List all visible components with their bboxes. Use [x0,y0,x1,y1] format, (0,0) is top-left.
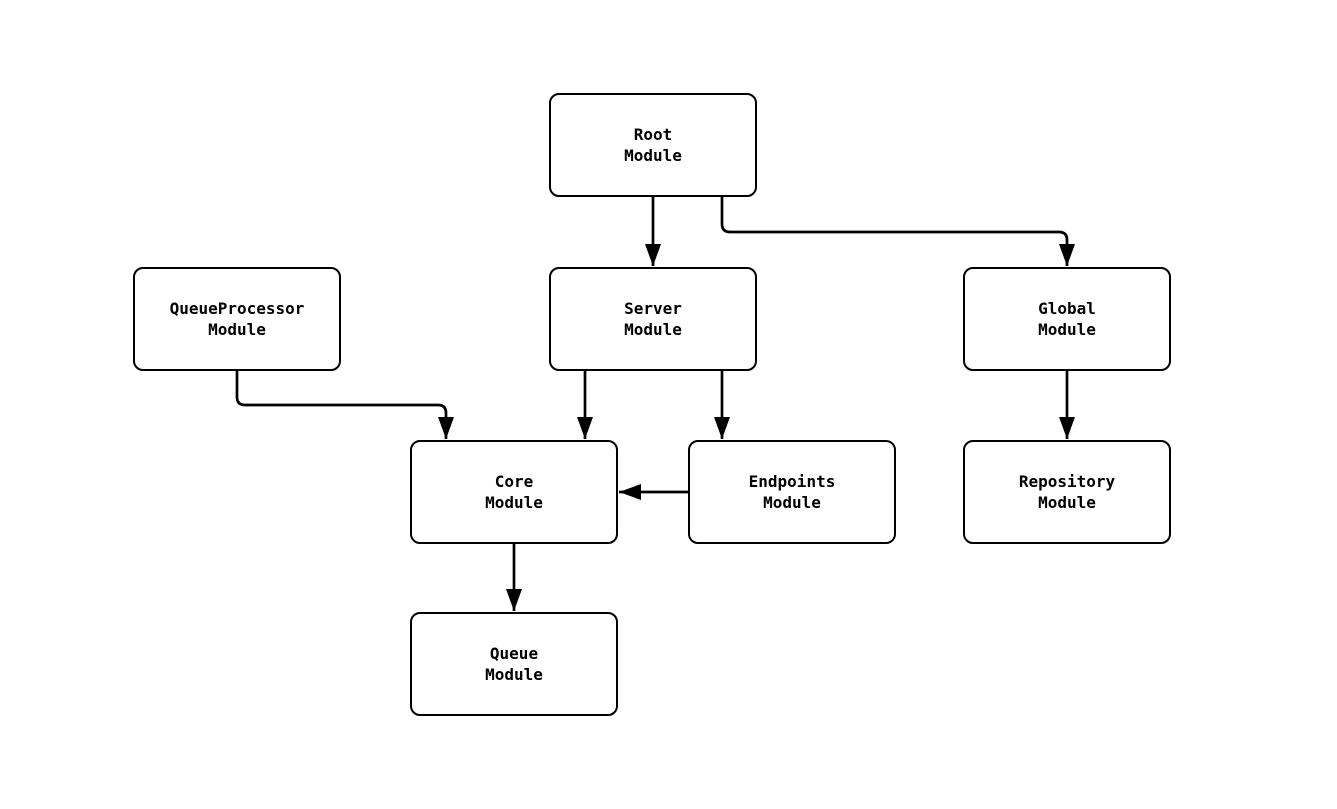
node-root-module-label: Root Module [624,125,682,165]
node-global-module: Global Module [963,267,1171,371]
node-server-module: Server Module [549,267,757,371]
node-global-module-label: Global Module [1038,299,1096,339]
node-core-module: Core Module [410,440,618,544]
node-repository-module-label: Repository Module [1018,472,1116,512]
node-queueprocessor-module-label: QueueProcessor Module [169,299,305,339]
node-endpoints-module: Endpoints Module [688,440,896,544]
edge-root-to-global [720,197,1075,266]
node-queue-module-label: Queue Module [485,644,543,684]
node-repository-module: Repository Module [963,440,1171,544]
node-endpoints-module-label: Endpoints Module [748,472,836,512]
node-queueprocessor-module: QueueProcessor Module [133,267,341,371]
node-queue-module: Queue Module [410,612,618,716]
node-core-module-label: Core Module [485,472,543,512]
edge-queueprocessor-to-core [235,371,454,439]
node-root-module: Root Module [549,93,757,197]
node-server-module-label: Server Module [624,299,682,339]
